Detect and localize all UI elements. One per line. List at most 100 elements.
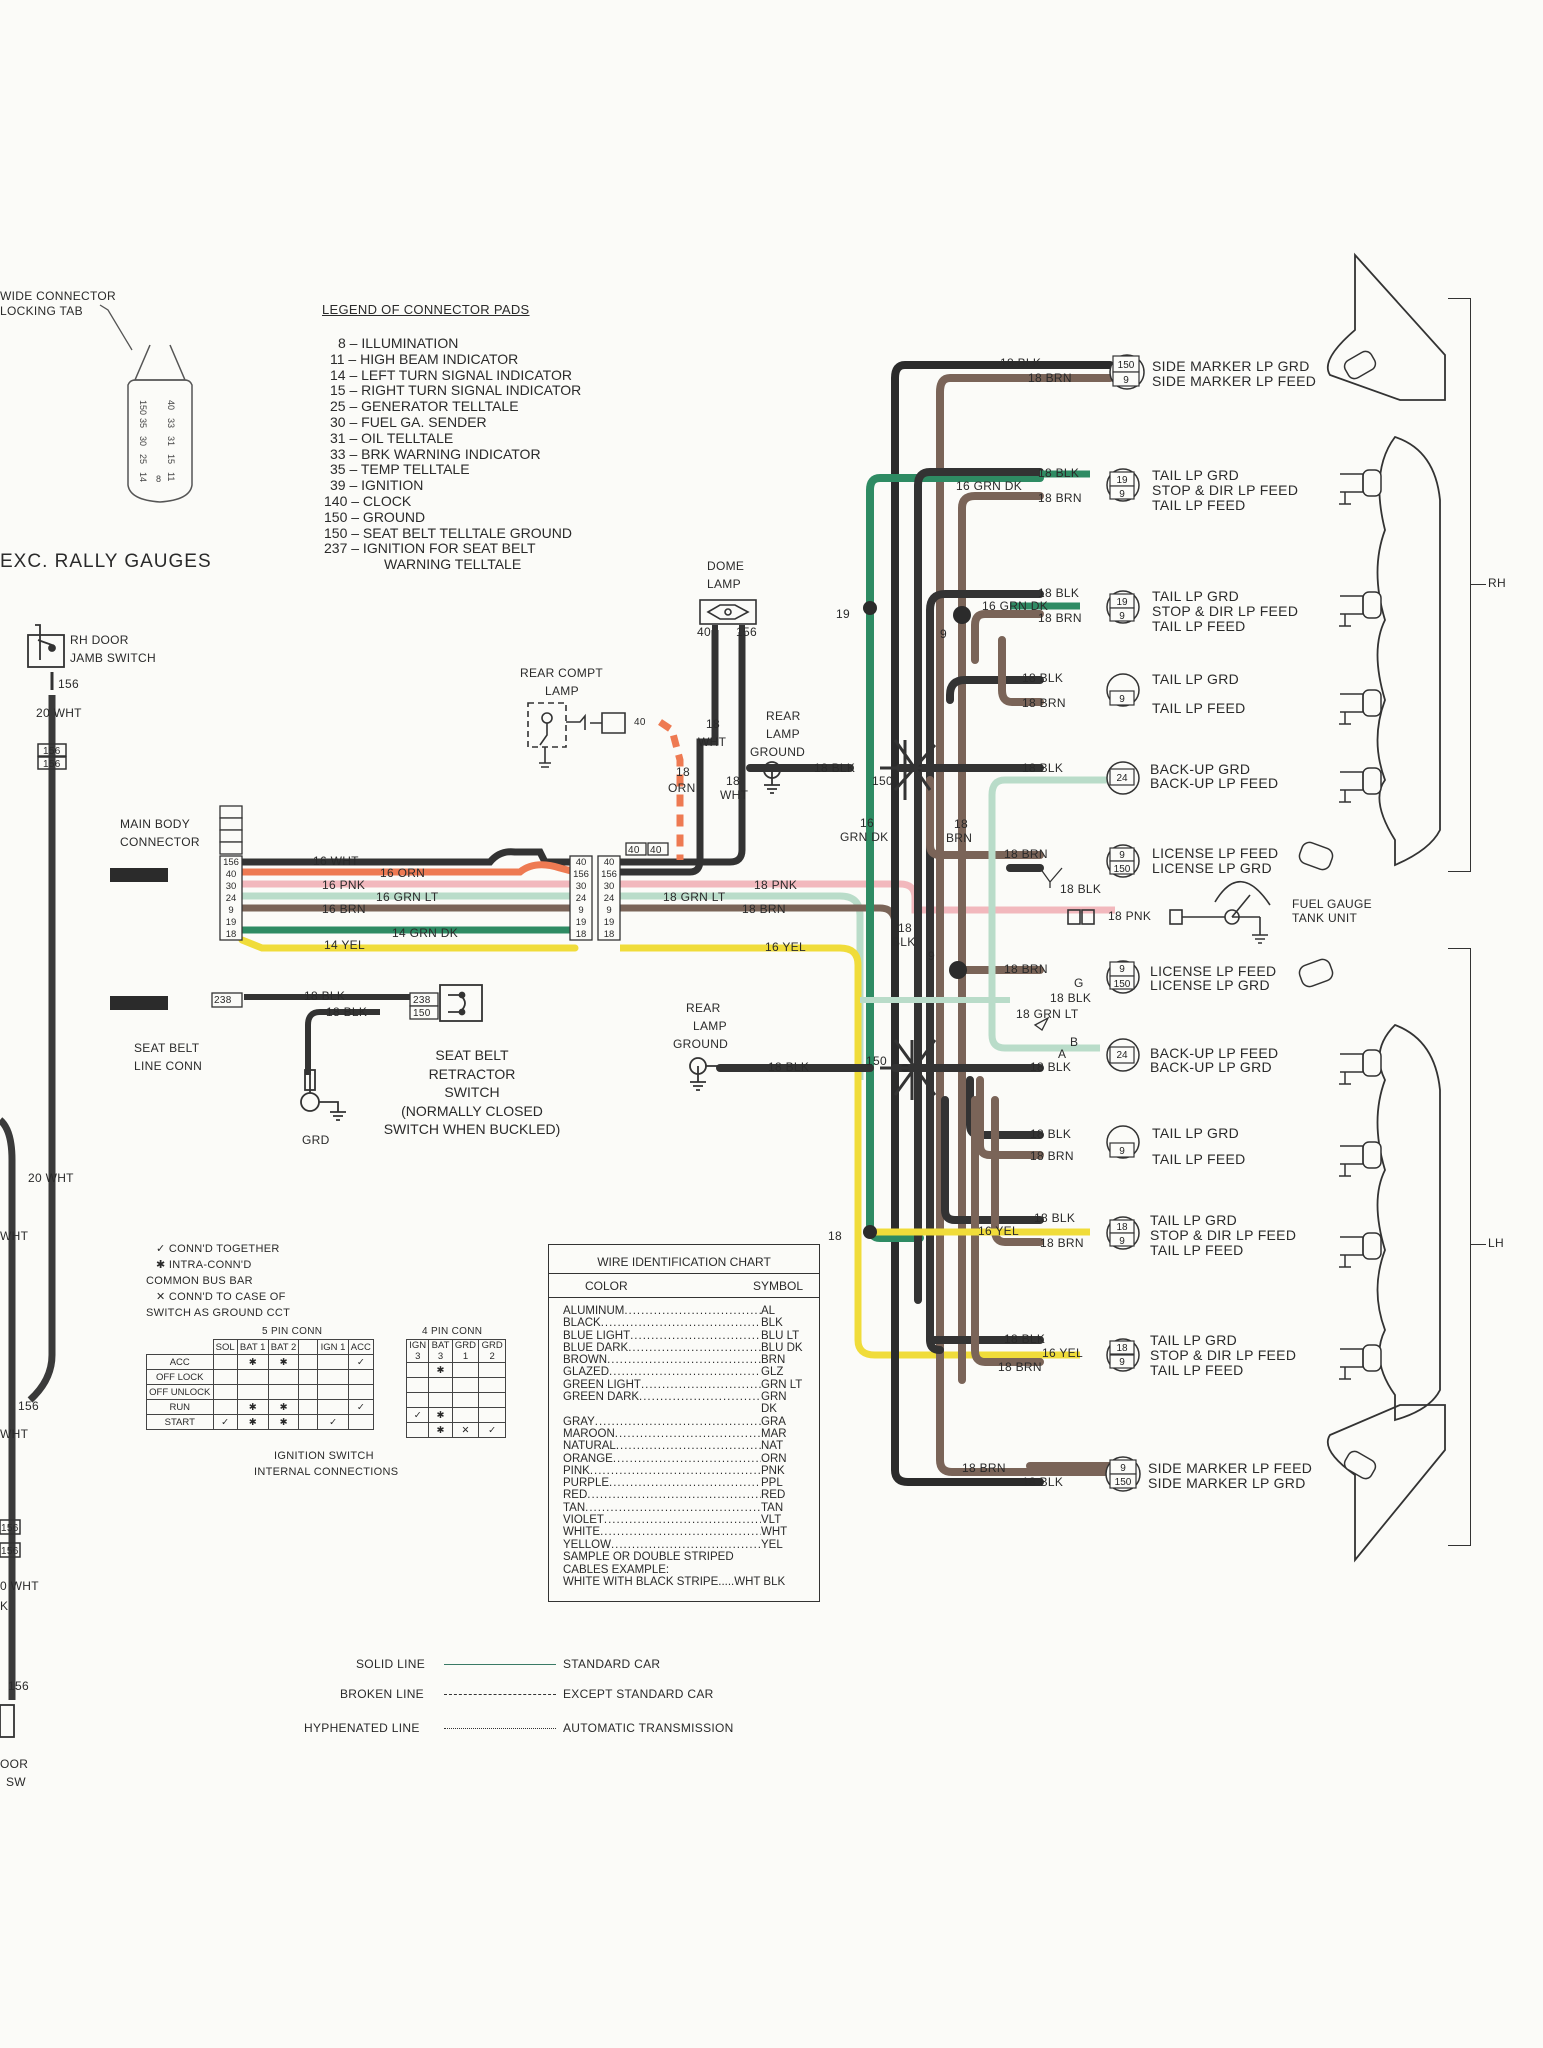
- chart-row: YELLOWYEL: [563, 1539, 805, 1551]
- col: IGN 3: [405, 1339, 430, 1363]
- chart-color: ORANGE: [563, 1452, 613, 1465]
- rh-wire: 16 GRN DK: [982, 599, 1049, 613]
- fuel-gauge-label-1: FUEL GAUGE: [1292, 897, 1372, 911]
- rear-lamp-ground-top-2: LAMP: [766, 727, 800, 741]
- lh-wire: 18 BLK: [1022, 1475, 1064, 1489]
- fuel-gauge-label-2: TANK UNIT: [1292, 911, 1358, 925]
- svg-text:150: 150: [1114, 979, 1131, 990]
- svg-text:25: 25: [138, 454, 148, 464]
- chart-sample: SAMPLE OR DOUBLE STRIPED CABLES EXAMPLE:…: [563, 1551, 785, 1589]
- chart-rows: ALUMINUMAL BLACKBLK BLUE LIGHTBLU LT BLU…: [563, 1305, 805, 1551]
- main-body-pins-mid-a: 40 156 30 24 9 19 18: [571, 857, 591, 941]
- svg-text:31: 31: [166, 436, 176, 446]
- chart-col-symbol: SYMBOL: [753, 1279, 804, 1293]
- rh-lamp-label: TAIL LP FEED: [1152, 700, 1246, 716]
- pin: 9: [228, 905, 234, 916]
- svg-text:15: 15: [166, 454, 176, 464]
- conn-156-d: 156: [1, 1546, 19, 1557]
- broken-line-sample: [444, 1694, 556, 1695]
- lh-lamp-label: SIDE MARKER LP GRD: [1148, 1475, 1306, 1491]
- svg-text:24: 24: [1116, 773, 1128, 784]
- chart-color: PINK: [563, 1464, 590, 1477]
- row: OFF LOCK: [146, 1369, 214, 1385]
- chart-row: REDRED: [563, 1489, 805, 1501]
- rear-lamp-ground-bot-wire: 18 BLK: [768, 1060, 810, 1074]
- chart-row: GLAZEDGLZ: [563, 1366, 805, 1378]
- wht-label: WHT: [0, 1229, 29, 1243]
- rh-lamp-label: TAIL LP GRD: [1152, 588, 1240, 604]
- rh-lamp-label: LICENSE LP GRD: [1152, 860, 1272, 876]
- lh-lamp-label: BACK-UP LP GRD: [1150, 1059, 1272, 1075]
- col: GRD 1: [451, 1339, 480, 1363]
- door-switch-icon: [27, 624, 65, 668]
- pin: 156: [573, 869, 589, 880]
- key-cross: ✕ CONN'D TO CASE OF: [156, 1291, 286, 1303]
- harness-junction: [880, 739, 940, 1100]
- lh-lamp-label: TAIL LP GRD: [1152, 1125, 1240, 1141]
- row: ACC: [146, 1354, 214, 1370]
- main-body-pins-left: 156 40 30 24 9 19 18: [221, 857, 241, 941]
- dome-lamp-icon: [699, 599, 757, 625]
- rh-pin-circles: [1105, 354, 1145, 1492]
- o-wht-label: 0 WHT: [0, 1579, 39, 1593]
- seat-belt-line-conn-1: SEAT BELT: [134, 1041, 200, 1055]
- svg-text:9: 9: [1119, 964, 1125, 975]
- chart-symbol: BLK: [761, 1317, 783, 1330]
- svg-text:150: 150: [1115, 1477, 1132, 1488]
- rh-lamp-label: BACK-UP GRD: [1150, 761, 1251, 777]
- chart-symbol: PNK: [761, 1464, 785, 1477]
- rh-lamp-label: SIDE MARKER LP FEED: [1152, 373, 1317, 389]
- chart-symbol: GRN LT: [761, 1378, 803, 1391]
- wire-16: 16: [860, 816, 874, 830]
- main-body-connector-blocks: [211, 805, 669, 1020]
- legend-item: 30 – FUEL GA. SENDER: [330, 413, 487, 430]
- seat-belt-wire-bot: [305, 1009, 380, 1075]
- wire-label: 16 GRN LT: [376, 890, 439, 904]
- col: IGN 1: [317, 1339, 349, 1355]
- sample-line: WHITE WITH BLACK STRIPE.....WHT BLK: [563, 1576, 786, 1588]
- svg-text:9: 9: [1119, 694, 1125, 705]
- sample-line: SAMPLE OR DOUBLE STRIPED: [563, 1551, 734, 1563]
- pin: 19: [575, 917, 587, 928]
- chart-color: NATURAL: [563, 1440, 616, 1453]
- legend-item: 150 – SEAT BELT TELLTALE GROUND: [324, 524, 572, 541]
- wire-label: 16 ORN: [380, 866, 426, 880]
- rear-lamp-ground-top-1: REAR: [766, 709, 801, 723]
- wire-18: 18: [954, 817, 968, 831]
- node-9b: 9: [928, 949, 935, 963]
- dome-lamp-label-1: DOME: [707, 559, 745, 573]
- wire-156-label-2: 156: [18, 1399, 39, 1413]
- tail-lamp-housings-rh: [1376, 435, 1441, 867]
- lh-wire: 18 BRN: [1040, 1236, 1084, 1250]
- lh-wire: 18 BLK: [1050, 991, 1092, 1005]
- rear-compt-lamp-icon: [527, 702, 567, 748]
- pin: 40: [225, 869, 237, 880]
- chart-row: BLUE LIGHTBLU LT: [563, 1330, 805, 1342]
- fuel-gauge-tank-unit-icon: [1067, 880, 1271, 944]
- lh-lamp-label: TAIL LP FEED: [1150, 1242, 1244, 1258]
- wire-156-label: 156: [58, 677, 79, 691]
- chart-symbol: GRA: [761, 1415, 786, 1428]
- rh-door-label-1: RH DOOR: [70, 633, 129, 647]
- rh-lamp-label: TAIL LP FEED: [1152, 497, 1246, 513]
- wire-wht: WHT: [720, 788, 749, 802]
- four-pin-label: 4 PIN CONN: [422, 1326, 483, 1337]
- chart-row: PINK PNK: [563, 1465, 805, 1477]
- main-body-label-1: MAIN BODY: [120, 817, 191, 831]
- seat-belt-wire-b: 18 BLK: [326, 1005, 368, 1019]
- rh-lamp-label: TAIL LP GRD: [1152, 671, 1240, 687]
- ignition-caption-1: IGNITION SWITCH: [274, 1450, 374, 1462]
- chart-symbol: GRN DK: [761, 1391, 787, 1416]
- chart-row: TANTAN: [563, 1502, 805, 1514]
- connector-pin-labels: 150 35 30 25 14 40 33 31 15 11 8: [138, 400, 176, 484]
- pin: 9: [606, 905, 612, 916]
- ignition-table-4pin: IGN 3 BAT 3 GRD 1 GRD 2 ✱ ✓✱ ✱✕✓: [405, 1339, 506, 1438]
- chart-color: TAN: [563, 1501, 586, 1514]
- chart-symbol: RED: [761, 1489, 786, 1502]
- chart-symbol: YEL: [761, 1538, 783, 1551]
- wire-label: 14 GRN DK: [392, 926, 459, 940]
- key-check: ✓ CONN'D TOGETHER: [156, 1243, 280, 1255]
- line-key-right: AUTOMATIC TRANSMISSION: [563, 1721, 734, 1735]
- rh-wire: 18 BLK: [1000, 356, 1042, 370]
